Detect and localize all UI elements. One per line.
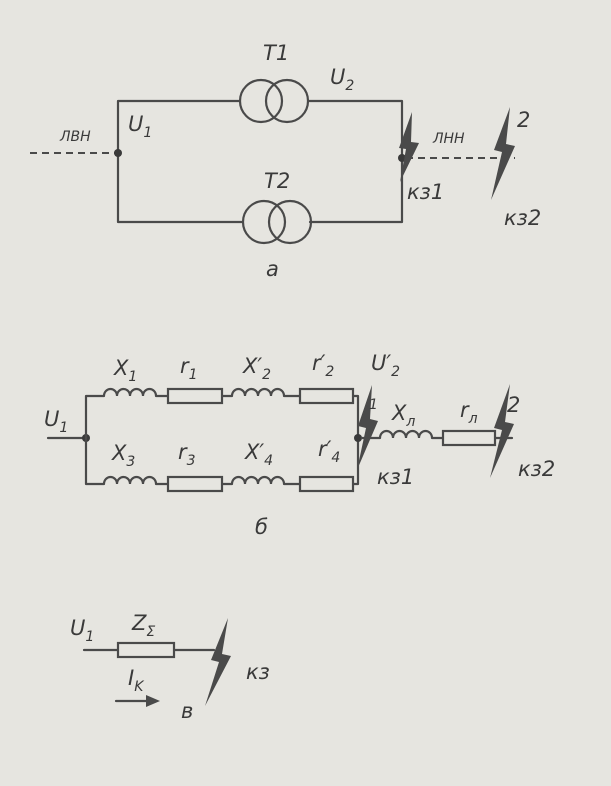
fault-kz2-bolt-b [490, 384, 514, 478]
scheme-b: X1 r1 X′2 r′2 U′2 U1 X3 r3 X′4 r′4 Xл rл… [44, 351, 555, 539]
label-z-sigma: ZΣ [131, 611, 155, 640]
reactance-x3 [102, 475, 158, 485]
label-kz-c: кз [246, 660, 270, 684]
scheme-a: T1 U2 U1 ЛВН ЛНН 2 T2 кз1 кз2 а [30, 41, 541, 281]
label-u1-b: U1 [44, 407, 68, 436]
fault-kz1-bolt [399, 112, 419, 182]
label-kz2-b: кз2 [518, 457, 555, 481]
label-xl: Xл [391, 401, 415, 430]
label-r2: r′2 [312, 351, 334, 380]
resistor-r3 [166, 475, 224, 493]
reactance-x1 [102, 387, 158, 397]
label-u2-b: U′2 [371, 351, 400, 380]
label-x1: X1 [113, 356, 137, 385]
label-u1-c: U1 [70, 616, 94, 645]
label-mark-2-b: 2 [507, 393, 520, 417]
label-u1-a: U1 [128, 112, 152, 141]
fault-kz2-bolt [491, 107, 515, 200]
label-ik: IK [128, 666, 145, 695]
label-t1: T1 [263, 41, 289, 65]
transformer-t2 [241, 199, 313, 245]
label-t2: T2 [264, 169, 290, 193]
label-x2: X′2 [242, 354, 271, 383]
label-x4: X′4 [244, 440, 273, 469]
label-r4: r′4 [318, 437, 340, 466]
scheme-c: U1 ZΣ IK кз в [70, 611, 270, 723]
resistor-rl [441, 429, 497, 447]
hv-node [114, 149, 122, 157]
transformer-bus [116, 99, 404, 224]
reactance-x4 [230, 475, 286, 485]
output-node [354, 434, 362, 442]
reactance-xl [378, 429, 434, 439]
label-kz1-a: кз1 [407, 180, 444, 204]
label-kz2-a: кз2 [504, 206, 541, 230]
resistor-r1 [166, 387, 224, 405]
caption-c: в [181, 699, 193, 723]
label-r3: r3 [178, 440, 196, 469]
transformer-t1 [238, 78, 310, 124]
caption-b: б [255, 515, 268, 539]
label-rl: rл [460, 398, 478, 427]
label-mark-1-b: 1 [369, 397, 378, 413]
reactance-x2 [230, 387, 286, 397]
fault-kz1-bolt-b [357, 385, 378, 470]
label-lnn: ЛНН [432, 131, 465, 147]
label-x3: X3 [111, 441, 135, 470]
resistor-r4 [298, 475, 355, 493]
label-r1: r1 [180, 354, 198, 383]
label-lvn: ЛВН [59, 129, 91, 145]
current-arrow-head [146, 695, 160, 707]
label-kz1-b: кз1 [377, 465, 414, 489]
label-u2-a: U2 [330, 65, 354, 94]
impedance-z [116, 641, 176, 659]
caption-a: а [266, 257, 279, 281]
resistor-r2 [298, 387, 355, 405]
fault-kz-bolt-c [205, 618, 231, 706]
label-mark-2-a: 2 [517, 108, 530, 132]
